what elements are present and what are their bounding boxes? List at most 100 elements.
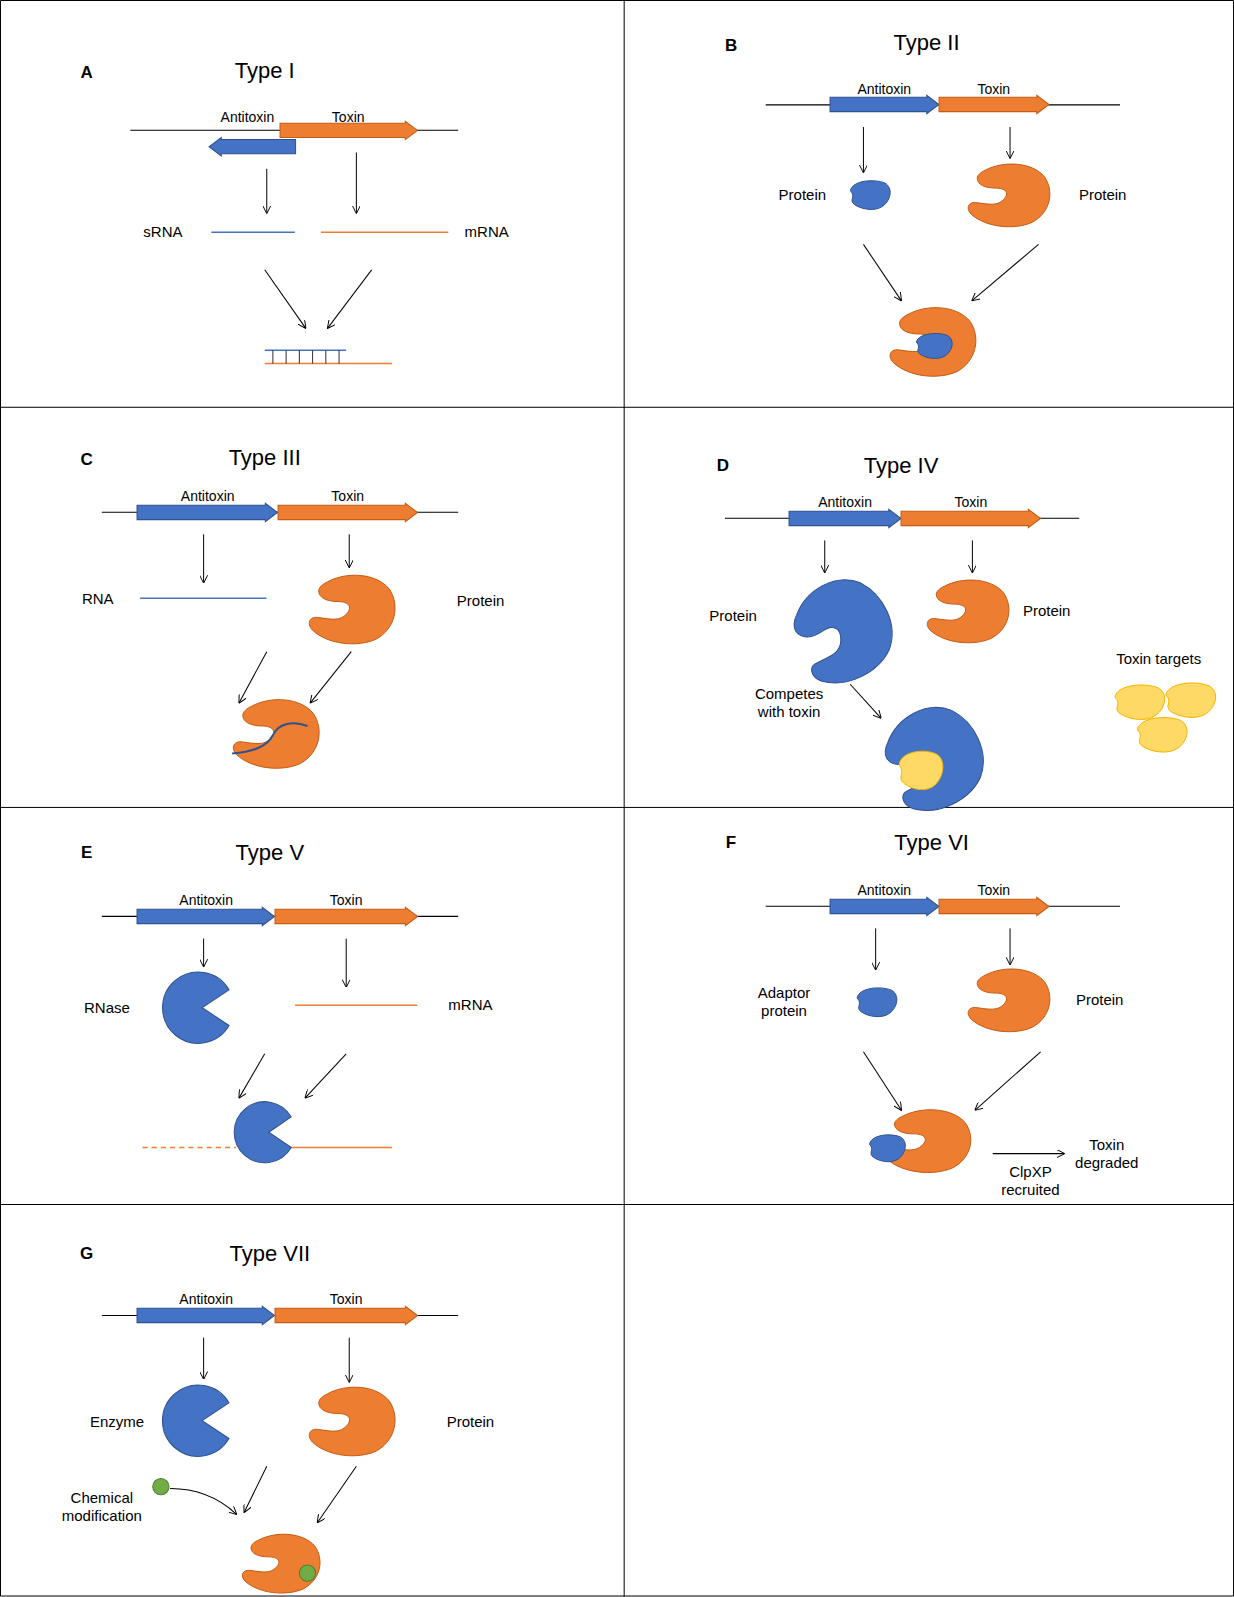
pathway-arrow xyxy=(328,270,372,328)
arrow-connector xyxy=(203,1338,204,1379)
pathway-arrow xyxy=(170,1489,236,1514)
gene-label: Toxin xyxy=(331,487,364,504)
gene-arrow: Toxin xyxy=(899,491,1043,529)
toxin-target xyxy=(1137,718,1187,753)
adaptor-protein xyxy=(870,1135,906,1162)
panel-title: Type I xyxy=(235,58,295,84)
panel: BType IIAntitoxinToxinProteinProtein xyxy=(624,0,1234,407)
gene-label: Toxin xyxy=(330,892,363,909)
panel-letter: C xyxy=(80,450,92,470)
antitoxin-protein xyxy=(865,690,1002,827)
gene-arrow-shape xyxy=(137,1306,274,1324)
toxin-protein xyxy=(928,580,1010,643)
pathway-arrow xyxy=(972,244,1038,300)
gene-arrow: Antitoxin xyxy=(828,879,941,917)
toxin-protein xyxy=(890,308,976,377)
pathway-arrow xyxy=(305,1054,346,1098)
gene-arrow: Toxin xyxy=(276,485,420,523)
panel-letter: F xyxy=(726,833,736,853)
panel-letter: G xyxy=(80,1244,93,1264)
panel-title: Type IV xyxy=(864,453,939,479)
annotation: Toxin degraded xyxy=(1070,1136,1143,1172)
gene-arrow: Antitoxin xyxy=(828,77,941,115)
toxin-protein xyxy=(310,575,396,644)
product-label: Protein xyxy=(457,592,505,610)
panel-letter: E xyxy=(81,843,92,863)
gene-label: Toxin xyxy=(977,881,1010,898)
gene-arrow: Toxin xyxy=(278,106,420,141)
annotation: Competes with toxin xyxy=(746,685,833,721)
antitoxin-enzyme xyxy=(163,1385,229,1456)
gene-product: mRNA xyxy=(318,216,513,249)
panel-title: Type VI xyxy=(894,830,969,856)
mrna-strand xyxy=(265,363,392,365)
gene-product: RNase xyxy=(76,969,239,1045)
antitoxin-enzyme xyxy=(163,972,229,1043)
product-label: RNase xyxy=(84,999,130,1017)
base-pair xyxy=(286,350,287,363)
shape xyxy=(703,575,891,687)
antitoxin-enzyme xyxy=(234,1102,291,1163)
product-label: mRNA xyxy=(465,223,509,241)
arrow-connector xyxy=(972,540,973,572)
arrow-connector xyxy=(875,928,876,969)
arrow-connector xyxy=(863,127,864,172)
annotation: Toxin targets xyxy=(1116,650,1201,668)
gene-label: Antitoxin xyxy=(179,1291,233,1308)
gene-arrow-shape xyxy=(939,897,1049,915)
annotation: Chemical modification xyxy=(51,1489,153,1525)
gene-product: RNA xyxy=(76,585,275,614)
modification-group xyxy=(299,1565,315,1581)
gene-arrow-shape xyxy=(830,897,939,915)
gene-label: Antitoxin xyxy=(221,109,275,126)
gene-arrow-shape xyxy=(137,907,274,925)
arrow-connector xyxy=(349,1338,350,1382)
gene-arrow: Antitoxin xyxy=(135,1288,277,1326)
rna-strand xyxy=(212,231,295,233)
product-label: Protein xyxy=(1023,602,1071,620)
toxin-protein xyxy=(242,1534,320,1593)
pathway-arrow xyxy=(863,1052,901,1110)
gene-arrow-shape xyxy=(209,137,296,155)
antitoxin-protein xyxy=(774,563,911,700)
antitoxin-protein xyxy=(916,333,952,358)
pathway-arrow xyxy=(265,270,306,328)
antitoxin-protein xyxy=(850,181,890,210)
panel-title: Type II xyxy=(894,30,960,56)
toxin-target xyxy=(899,751,943,789)
arrow-connector xyxy=(203,939,204,967)
base-pair xyxy=(299,350,300,363)
antitoxin-protein xyxy=(857,988,897,1017)
gene-product: Protein xyxy=(305,570,509,646)
gene-label: Toxin xyxy=(330,1291,363,1308)
pathway-arrow xyxy=(311,652,352,703)
panel: DType IVAntitoxinToxinProteinProtein xyxy=(624,407,1234,807)
annotation: ClpXP recruited xyxy=(994,1163,1067,1199)
panel-grid xyxy=(0,807,1234,808)
antitoxin-rna xyxy=(232,723,307,753)
pathway-arrow xyxy=(244,1466,266,1512)
pathway-arrow xyxy=(863,244,901,300)
gene-label: Antitoxin xyxy=(857,881,911,898)
gene-label: Toxin xyxy=(955,494,988,511)
gene-label: Antitoxin xyxy=(818,494,872,511)
product-label: sRNA xyxy=(143,223,182,241)
arrow-connector xyxy=(356,153,357,213)
panel-letter: B xyxy=(725,36,737,56)
gene-arrow: Antitoxin xyxy=(787,491,903,529)
product-label: Adaptor protein xyxy=(752,984,815,1020)
rna-strand xyxy=(321,231,448,233)
panel: AType IAntitoxinToxinsRNAmRNA xyxy=(0,0,624,407)
arrow-connector xyxy=(1010,928,1011,964)
gene-arrow-shape xyxy=(939,96,1049,114)
panel-title: Type III xyxy=(229,445,301,471)
toxin-protein xyxy=(233,700,319,769)
product-label: RNA xyxy=(82,590,114,608)
pathway-arrow xyxy=(993,1153,1064,1154)
pathway-arrow xyxy=(239,652,266,703)
product-label: Protein xyxy=(779,186,827,204)
gene-arrow-shape xyxy=(275,1306,418,1324)
